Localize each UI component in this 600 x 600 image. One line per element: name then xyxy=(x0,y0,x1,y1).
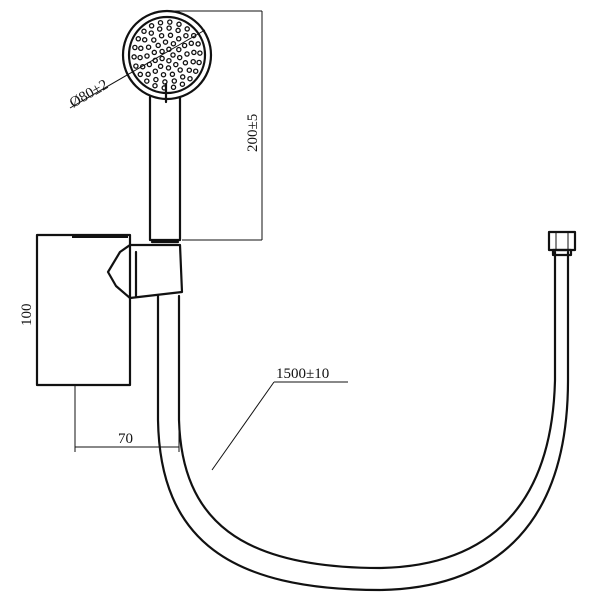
nozzle-dot xyxy=(160,71,167,78)
hose-nut-collar xyxy=(551,248,573,257)
nozzle-dot xyxy=(195,41,201,47)
nozzle-dot xyxy=(157,19,164,26)
nozzle-dot xyxy=(166,57,172,64)
nozzle-dot xyxy=(188,40,195,47)
nozzle-dot xyxy=(152,68,159,74)
dimension-handset-length: 200±5 xyxy=(167,10,263,241)
nozzle-dot xyxy=(144,78,150,84)
nozzle-dot xyxy=(158,32,165,39)
nozzle-dot xyxy=(197,50,203,56)
hose-nut xyxy=(547,230,577,257)
nozzle-dot xyxy=(137,71,144,78)
nozzle-dot xyxy=(153,76,159,83)
wall-holder xyxy=(35,233,184,387)
nozzle-dot xyxy=(144,53,150,59)
handle-body xyxy=(148,95,182,242)
nozzle-dot xyxy=(192,68,199,74)
nozzle-dot xyxy=(148,23,155,29)
shower-handle xyxy=(148,82,182,244)
nozzle-dot xyxy=(152,82,158,89)
dimension-head-diameter: Ø80±2 xyxy=(67,29,206,112)
length-label: 200±5 xyxy=(245,114,261,152)
nozzle-dot xyxy=(137,54,143,61)
nozzle-dot xyxy=(173,61,179,68)
nozzle-dot xyxy=(181,42,188,49)
nozzle-dot xyxy=(170,40,177,47)
diameter-label: Ø80±2 xyxy=(67,77,111,112)
hose-inner-edge xyxy=(177,250,557,570)
nozzle-dot xyxy=(148,30,155,36)
nozzle-dot xyxy=(145,71,151,78)
dimension-hose-length: 1500±10 xyxy=(211,366,348,471)
nozzle-dot xyxy=(176,54,183,61)
nozzle-dot xyxy=(177,67,183,73)
nozzle-dot xyxy=(145,44,152,50)
nozzle-dot xyxy=(151,37,157,43)
nozzle-dot xyxy=(187,75,193,82)
nozzle-dot xyxy=(170,52,176,58)
nozzle-dot xyxy=(157,63,164,70)
nozzle-dot xyxy=(176,46,182,53)
nozzle-dot xyxy=(156,26,163,32)
shower-hose xyxy=(156,250,570,592)
dimension-holder-depth: 70 xyxy=(74,385,180,452)
holder-cradle xyxy=(128,243,184,300)
nozzle-pattern xyxy=(131,19,203,91)
nozzle-dot xyxy=(170,84,177,91)
nozzle-dot xyxy=(196,59,202,66)
nozzle-dot xyxy=(182,60,189,66)
hose-nut-body xyxy=(547,230,577,252)
nozzle-dot xyxy=(151,49,158,56)
depth-label: 70 xyxy=(118,431,133,447)
nozzle-dot xyxy=(167,32,174,39)
nozzle-dot xyxy=(179,74,186,80)
nozzle-dot xyxy=(169,71,176,78)
nozzle-dot xyxy=(162,39,169,45)
nozzle-dot xyxy=(179,81,186,87)
nozzle-dot xyxy=(167,19,173,25)
nozzle-dot xyxy=(138,45,144,52)
dimension-holder-height: 100 xyxy=(19,235,38,385)
nozzle-dot xyxy=(155,42,161,49)
nozzle-dot xyxy=(159,55,165,62)
hose-length-label: 1500±10 xyxy=(276,366,329,382)
nozzle-dot xyxy=(175,36,182,42)
nozzle-dot xyxy=(141,37,148,43)
height-label: 100 xyxy=(19,304,35,327)
nozzle-dot xyxy=(159,48,165,55)
holder-arm xyxy=(106,243,132,300)
nozzle-dot xyxy=(141,28,147,35)
hose-outer-edge xyxy=(156,250,570,592)
nozzle-dot xyxy=(184,51,190,57)
nozzle-dot xyxy=(132,44,138,51)
nozzle-dot xyxy=(133,63,139,69)
nozzle-dot xyxy=(165,65,172,71)
nozzle-dot xyxy=(191,49,197,56)
nozzle-dot xyxy=(131,54,137,60)
nozzle-dot xyxy=(184,26,190,32)
nozzle-dot xyxy=(171,78,178,84)
diameter-leader-line xyxy=(69,29,206,109)
nozzle-dot xyxy=(186,67,193,73)
nozzle-dot xyxy=(175,27,181,34)
nozzle-dot xyxy=(190,58,196,65)
nozzle-dot xyxy=(135,36,142,42)
nozzle-dot xyxy=(166,25,172,31)
nozzle-dot xyxy=(176,21,182,28)
hose-leader-line xyxy=(211,381,275,471)
nozzle-dot xyxy=(183,32,189,39)
